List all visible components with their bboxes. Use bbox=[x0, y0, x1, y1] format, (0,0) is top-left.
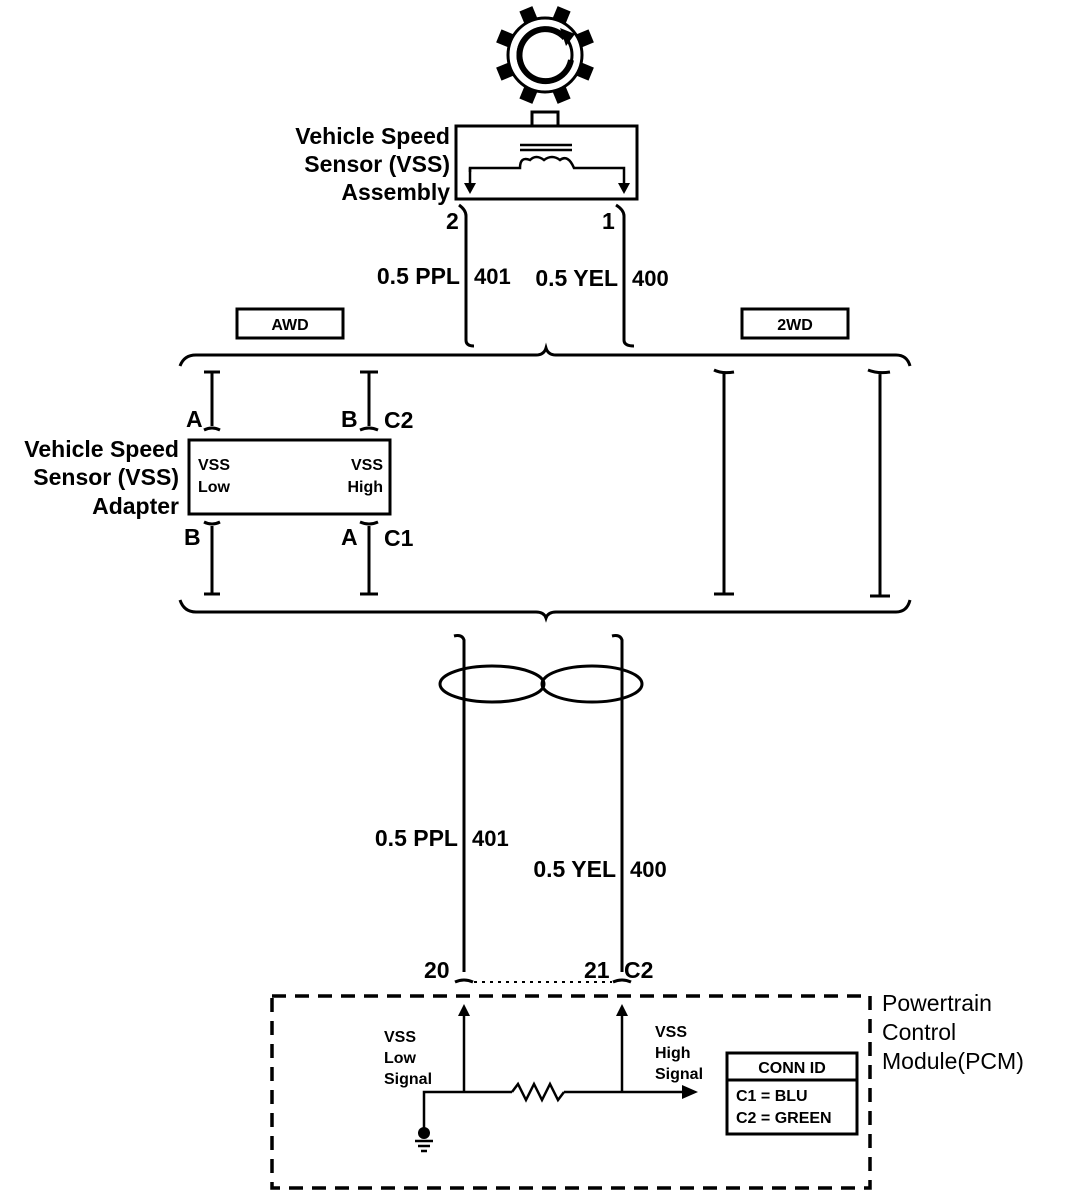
vss-pin-1: 1 bbox=[602, 208, 615, 234]
upper-left-wire-gauge: 0.5 PPL bbox=[377, 263, 460, 289]
adapter-vss-high-line2: High bbox=[347, 479, 383, 496]
vss-assembly-label-line2: Sensor (VSS) bbox=[304, 151, 450, 177]
adapter-label-line3: Adapter bbox=[92, 493, 179, 519]
pcm-module: 20 21 C2 VSS Low Signal VSS High Signal … bbox=[270, 957, 1024, 1190]
conn-id-title: CONN ID bbox=[758, 1060, 826, 1077]
upper-right-wire-gauge: 0.5 YEL bbox=[535, 265, 618, 291]
upper-left-circuit: 401 bbox=[474, 264, 511, 289]
pcm-label-line3: Module(PCM) bbox=[882, 1048, 1024, 1074]
adapter-label-line1: Vehicle Speed bbox=[24, 436, 179, 462]
pcm-vss-high-line3: Signal bbox=[655, 1066, 703, 1083]
pcm-vss-low-line1: VSS bbox=[384, 1029, 416, 1046]
option-awd-label: AWD bbox=[271, 317, 308, 334]
adapter-connector-c1: C1 bbox=[384, 525, 414, 551]
lower-left-wire-gauge: 0.5 PPL bbox=[375, 825, 458, 851]
pcm-vss-high-line1: VSS bbox=[655, 1024, 687, 1041]
twowd-jumpers bbox=[713, 368, 891, 598]
option-2wd-label: 2WD bbox=[777, 317, 813, 334]
lower-right-circuit: 400 bbox=[630, 857, 667, 882]
lower-left-circuit: 401 bbox=[472, 826, 509, 851]
pcm-label-line2: Control bbox=[882, 1019, 956, 1045]
lower-right-wire-gauge: 0.5 YEL bbox=[533, 856, 616, 882]
conn-id-row-c1: C1 = BLU bbox=[736, 1088, 808, 1105]
vss-assembly: Vehicle Speed Sensor (VSS) Assembly 2 1 bbox=[295, 110, 639, 234]
adapter-bottom-pin-a: A bbox=[341, 524, 358, 550]
option-2wd: 2WD bbox=[740, 307, 850, 340]
gear-rotation-icon bbox=[496, 6, 594, 104]
vss-pin-2: 2 bbox=[446, 208, 459, 234]
pcm-vss-low-line3: Signal bbox=[384, 1071, 432, 1088]
pcm-vss-high-line2: High bbox=[655, 1045, 691, 1062]
lower-brace bbox=[178, 599, 912, 623]
adapter-bottom-pin-b: B bbox=[184, 524, 201, 550]
adapter-label-line2: Sensor (VSS) bbox=[33, 464, 179, 490]
conn-id-row-c2: C2 = GREEN bbox=[736, 1110, 832, 1127]
option-awd: AWD bbox=[235, 307, 345, 340]
vss-assembly-label-line1: Vehicle Speed bbox=[295, 123, 450, 149]
adapter-connector-c2: C2 bbox=[384, 407, 413, 433]
twisted-pair-icon bbox=[438, 664, 644, 704]
upper-wires: 0.5 PPL 401 0.5 YEL 400 bbox=[377, 203, 669, 348]
adapter-vss-high-line1: VSS bbox=[351, 457, 383, 474]
vss-adapter: VSS Low VSS High Vehicle Speed Sensor (V… bbox=[24, 370, 414, 596]
vss-assembly-label-line3: Assembly bbox=[341, 179, 450, 205]
upper-brace bbox=[178, 342, 912, 367]
pcm-connector-c2: C2 bbox=[624, 957, 653, 983]
adapter-top-pin-a: A bbox=[186, 406, 203, 432]
upper-right-circuit: 400 bbox=[632, 266, 669, 291]
lower-wires: 0.5 PPL 401 0.5 YEL 400 bbox=[375, 634, 667, 972]
ground-icon bbox=[415, 1127, 433, 1153]
pcm-vss-low-line2: Low bbox=[384, 1050, 417, 1067]
adapter-vss-low-line1: VSS bbox=[198, 457, 230, 474]
pcm-pin-21: 21 bbox=[584, 957, 610, 983]
conn-id-table: CONN ID C1 = BLU C2 = GREEN bbox=[725, 1051, 859, 1136]
adapter-vss-low-line2: Low bbox=[198, 479, 231, 496]
pcm-pin-20: 20 bbox=[424, 957, 450, 983]
adapter-top-pin-b: B bbox=[341, 406, 358, 432]
resistor-icon bbox=[511, 1081, 565, 1103]
pcm-label-line1: Powertrain bbox=[882, 990, 992, 1016]
